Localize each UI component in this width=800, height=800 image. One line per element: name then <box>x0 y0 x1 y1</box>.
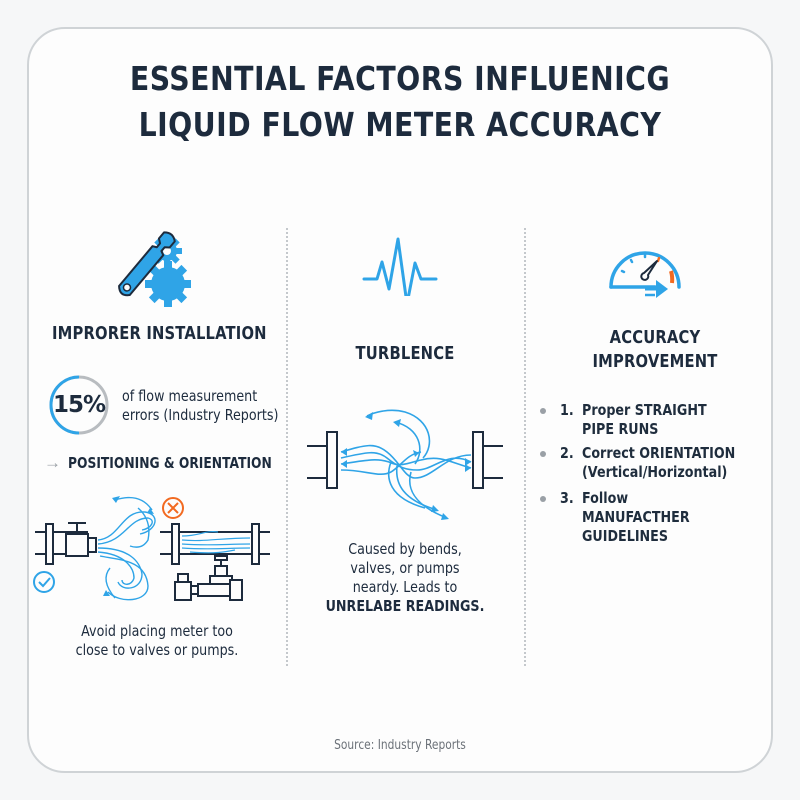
check-circle-icon <box>33 571 55 593</box>
heading-accuracy-improvement: ACCURACY IMPROVEMENT <box>592 327 718 372</box>
turbulent-pipe-flow-icon <box>307 409 503 520</box>
speedometer-arrow-icon <box>609 251 681 298</box>
caption-avoid-placement: Avoid placing meter too close to valves … <box>75 622 239 659</box>
x-circle-icon <box>162 497 184 519</box>
bullet-icon <box>540 496 546 502</box>
heading-turbulence: TURBLENCE <box>355 343 455 364</box>
list-item-1: 1. Proper STRAIGHT PIPE RUNS <box>540 401 770 441</box>
stat-description: of flow measurement errors (Industry Rep… <box>122 387 279 424</box>
page-title: ESSENTIAL FACTORS INFLUENICG LIQUID FLOW… <box>56 56 744 148</box>
bullet-icon <box>540 451 546 457</box>
waveform-icon <box>362 237 438 296</box>
unreliable-readings-text: UNRELABE READINGS. <box>325 597 485 615</box>
heading-improper-installation: IMPRORER INSTALLATION <box>52 323 267 344</box>
title-line-2: LIQUID FLOW METER ACCURACY <box>138 105 662 144</box>
arrow-right-icon: → <box>44 453 61 472</box>
column-divider-2 <box>524 228 526 666</box>
percentage-ring <box>49 375 109 435</box>
installation-illustration <box>33 496 270 601</box>
stat-value: 15% <box>52 392 106 418</box>
infographic-card <box>27 27 773 773</box>
wrench-gear-icon <box>118 231 191 307</box>
list-item-2: 2. Correct ORIENTATION (Vertical/Horizon… <box>540 444 770 484</box>
title-line-1: ESSENTIAL FACTORS INFLUENICG <box>129 59 671 98</box>
column-divider-1 <box>286 228 288 666</box>
source-footnote: Source: Industry Reports <box>334 738 466 753</box>
bullet-icon <box>540 408 546 414</box>
list-item-3: 3. Follow MANUFACTHER GUIDELINES <box>540 489 770 549</box>
caption-turbulence: Caused by bends, valves, or pumps neardy… <box>311 540 500 616</box>
subheading-positioning: POSITIONING & ORIENTATION <box>68 454 272 472</box>
